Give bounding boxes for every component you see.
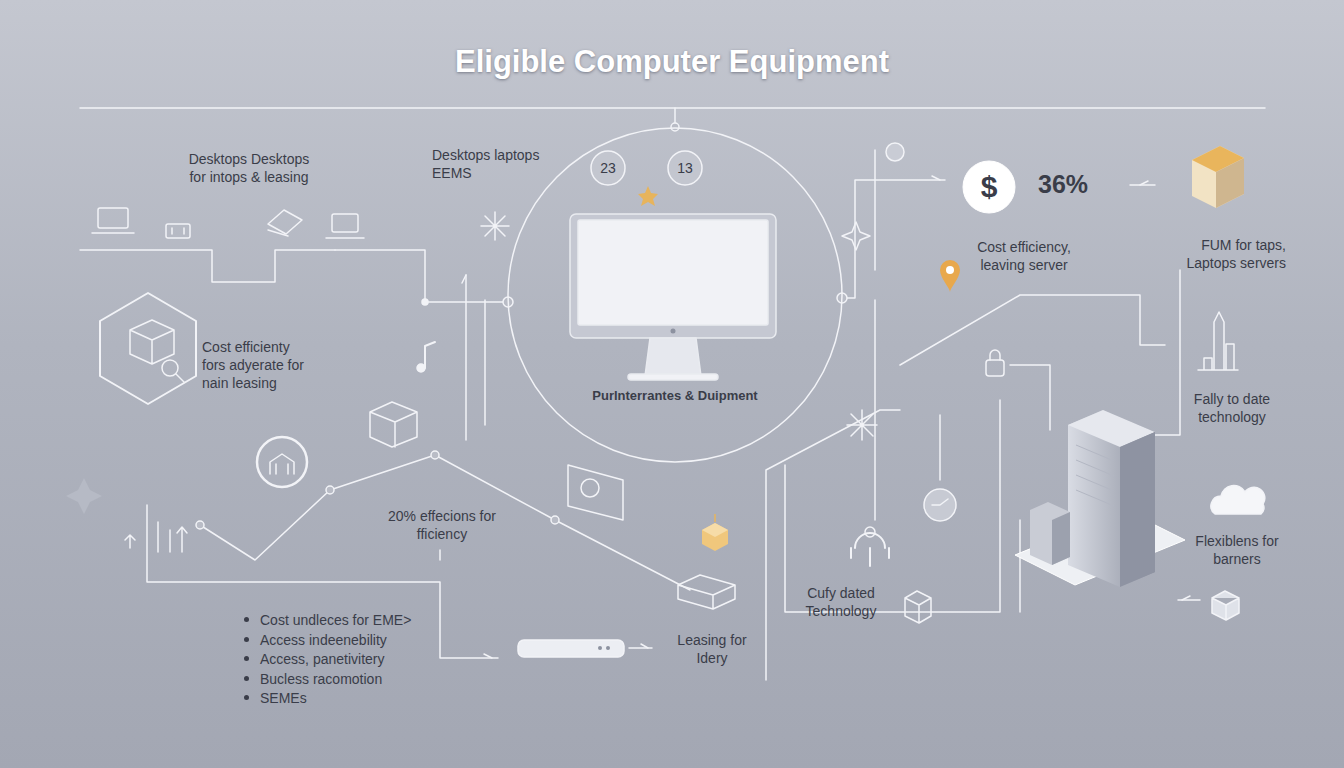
- annotation-text: Leasing for Idery: [676, 631, 748, 667]
- circle-label: 13: [667, 160, 703, 177]
- bullet-item: Cost undleces for EME>: [244, 611, 500, 629]
- annotation-text: Fally to date technology: [1182, 390, 1282, 426]
- annotation-text: Cost efficiency, leaving server: [968, 238, 1080, 274]
- bullet-item: SEMEs: [244, 689, 500, 707]
- annotation-text: 20% effecions for fficiency: [386, 507, 498, 543]
- panel-label: Purlnterrantes & Duipment: [507, 388, 843, 404]
- annotation-text: FUM for taps, Laptops servers: [1178, 236, 1286, 272]
- annotation-text: Desktops laptops EEMS: [432, 146, 550, 182]
- circle-label: 23: [590, 160, 626, 177]
- annotation-text: Cost efficienty fors adyerate for nain l…: [202, 338, 312, 393]
- bullet-item: Bucless racomotion: [244, 670, 500, 688]
- circle-panel: Purlnterrantes & Duipment 23 13: [507, 127, 843, 463]
- annotation-text: Flexiblens for barners: [1192, 532, 1282, 568]
- stat-number: 36%: [1038, 168, 1128, 201]
- icon-circle: $: [962, 160, 1016, 214]
- annotation-text: Cufy dated Technology: [796, 584, 886, 620]
- circle-label: $: [962, 169, 1016, 205]
- bullet-item: Access indeenebility: [244, 631, 500, 649]
- bullet-item: Access, panetivitery: [244, 650, 500, 668]
- icon-circle: 13: [667, 150, 703, 186]
- annotation-text: Desktops Desktops for intops & leasing: [182, 150, 316, 186]
- diagram-title: Eligible Computer Equipment: [0, 44, 1344, 80]
- icon-circle: 23: [590, 150, 626, 186]
